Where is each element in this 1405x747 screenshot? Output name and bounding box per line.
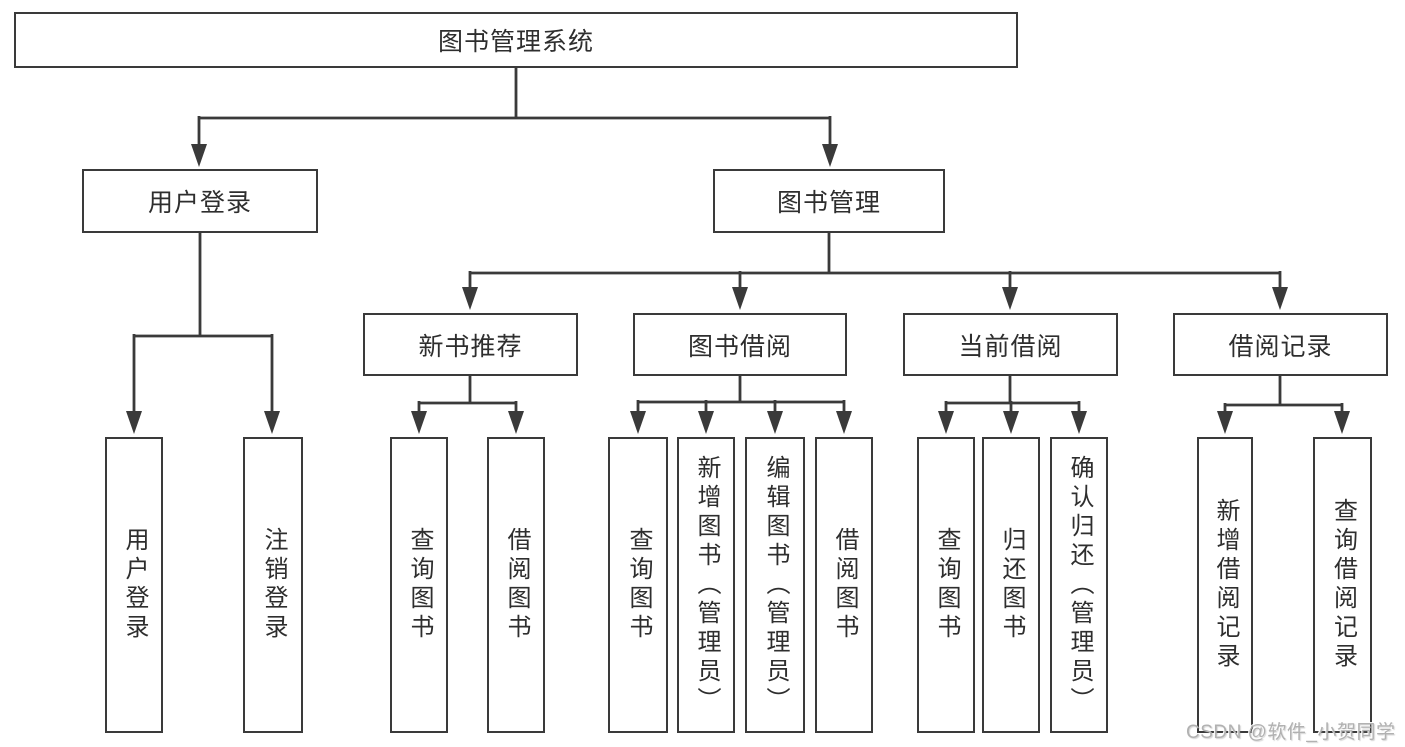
node-new-book-recommend: 新书推荐 <box>363 313 578 376</box>
node-book-management: 图书管理 <box>713 169 945 233</box>
leaf-user-login: 用户登录 <box>105 437 163 733</box>
node-label: 用户登录 <box>121 527 148 643</box>
arrow-down-icon <box>126 411 142 434</box>
leaf-current-query-book: 查询图书 <box>917 437 975 733</box>
connector-newbook-to-leaves <box>417 376 518 413</box>
node-label: 借阅图书 <box>503 527 530 643</box>
node-label: 查询图书 <box>625 527 652 643</box>
leaf-borrow-edit-book-admin: 编辑图书（管理员） <box>745 437 805 733</box>
node-label: 确认归还（管理员） <box>1066 454 1093 716</box>
arrow-down-icon <box>836 411 852 434</box>
arrow-down-icon <box>462 287 478 310</box>
connector-current-to-leaves <box>944 376 1081 413</box>
node-label: 归还图书 <box>998 527 1025 643</box>
connector-bookborrow-to-leaves <box>636 376 846 413</box>
arrow-down-icon <box>508 411 524 434</box>
connector-bookmgmt-to-groups <box>468 233 1282 290</box>
arrow-down-icon <box>1071 411 1087 434</box>
node-label: 图书借阅 <box>687 332 792 361</box>
node-label: 新增图书（管理员） <box>693 454 720 716</box>
arrow-down-icon <box>1217 411 1233 434</box>
arrow-down-icon <box>822 144 838 167</box>
arrow-down-icon <box>191 144 207 167</box>
leaf-record-query-borrow-record: 查询借阅记录 <box>1313 437 1372 733</box>
arrow-down-icon <box>1334 411 1350 434</box>
csdn-watermark: CSDN @软件_小贺同学 <box>1186 722 1396 743</box>
arrow-down-icon <box>1272 287 1288 310</box>
node-current-borrow: 当前借阅 <box>903 313 1118 376</box>
node-label: 用户登录 <box>147 189 252 217</box>
arrow-down-icon <box>1002 287 1018 310</box>
arrow-down-icon <box>411 411 427 434</box>
arrow-down-icon <box>1003 411 1019 434</box>
leaf-newbook-query-book: 查询图书 <box>390 437 448 733</box>
node-book-borrow: 图书借阅 <box>633 313 847 376</box>
connector-root-to-level1 <box>197 68 832 147</box>
arrow-down-icon <box>767 411 783 434</box>
node-label: 查询借阅记录 <box>1329 498 1357 672</box>
leaf-current-return-book: 归还图书 <box>982 437 1040 733</box>
arrow-down-icon <box>698 411 714 434</box>
node-label: 借阅记录 <box>1228 332 1333 361</box>
node-label: 编辑图书（管理员） <box>762 454 789 716</box>
node-label: 查询图书 <box>933 527 960 643</box>
node-label: 图书管理系统 <box>437 28 594 56</box>
node-borrow-record: 借阅记录 <box>1173 313 1388 376</box>
connector-record-to-leaves <box>1223 376 1344 413</box>
node-library-management-system: 图书管理系统 <box>14 12 1018 68</box>
node-label: 新书推荐 <box>418 332 523 361</box>
leaf-borrow-add-book-admin: 新增图书（管理员） <box>677 437 735 733</box>
arrow-down-icon <box>264 411 280 434</box>
leaf-borrow-query-book: 查询图书 <box>608 437 668 733</box>
leaf-borrow-borrow-book: 借阅图书 <box>815 437 873 733</box>
leaf-record-add-borrow-record: 新增借阅记录 <box>1197 437 1253 733</box>
arrow-down-icon <box>630 411 646 434</box>
connector-userlogin-to-leaves <box>132 233 274 414</box>
leaf-current-confirm-return-admin: 确认归还（管理员） <box>1050 437 1108 733</box>
node-label: 借阅图书 <box>831 527 858 643</box>
node-user-login: 用户登录 <box>82 169 318 233</box>
arrow-down-icon <box>938 411 954 434</box>
node-label: 注销登录 <box>260 527 287 643</box>
arrow-down-icon <box>732 287 748 310</box>
leaf-newbook-borrow-book: 借阅图书 <box>487 437 545 733</box>
node-label: 新增借阅记录 <box>1212 498 1239 672</box>
node-label: 查询图书 <box>406 527 433 643</box>
leaf-logout-login: 注销登录 <box>243 437 303 733</box>
node-label: 图书管理 <box>776 189 881 217</box>
node-label: 当前借阅 <box>958 332 1063 361</box>
